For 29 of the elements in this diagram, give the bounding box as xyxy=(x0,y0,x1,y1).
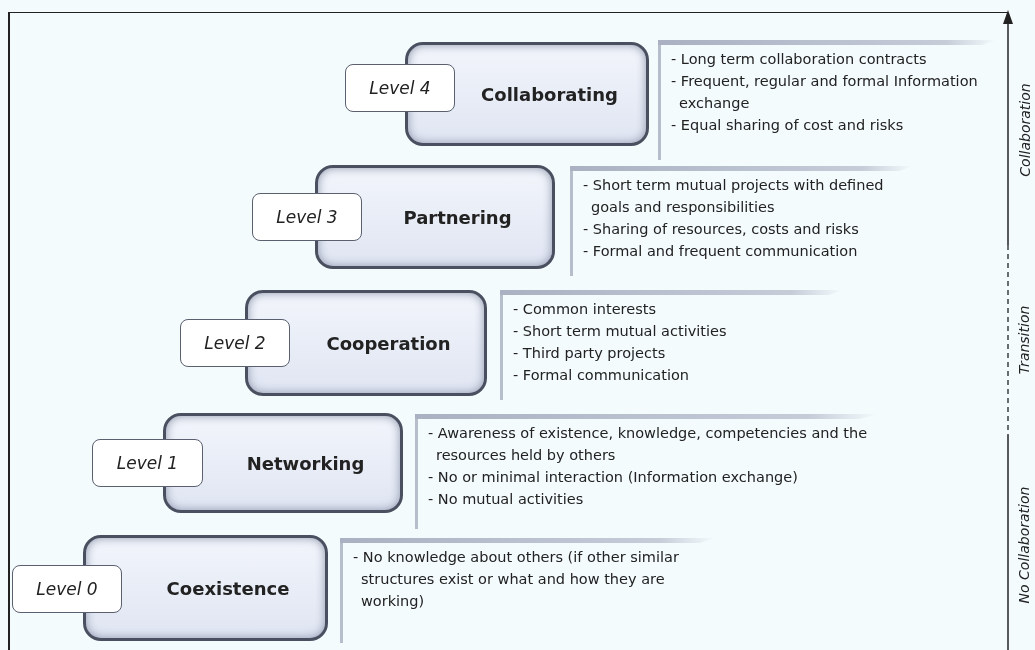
level-title: Collaborating xyxy=(481,83,618,105)
level-box xyxy=(163,413,403,513)
level-title: Partnering xyxy=(403,206,512,228)
bullet-text: - No mutual activities xyxy=(428,490,585,509)
bullet-text: - Formal communication xyxy=(513,366,691,385)
axis-label: Transition xyxy=(1015,305,1032,375)
level-title: Networking xyxy=(246,452,365,474)
bullet-text: - Formal and frequent communication xyxy=(583,242,859,261)
level-tag: Level 1 xyxy=(92,439,203,487)
level-tag: Level 3 xyxy=(252,193,362,241)
bullet-text: - Third party projects xyxy=(513,344,667,363)
level-tag: Level 4 xyxy=(345,64,455,112)
axis-label: Collaboration xyxy=(1016,83,1033,177)
bullet-text: - Awareness of existence, knowledge, competencies and the resources held by others xyxy=(428,424,869,465)
bullet-text: - Short term mutual projects with defined goals and responsibilities xyxy=(583,176,885,217)
bullet-text: - No or minimal interaction (Information exchange) xyxy=(428,468,799,487)
bullet-text: - Sharing of resources, costs and risks xyxy=(583,220,860,239)
level-tag: Level 2 xyxy=(180,319,290,367)
level-tag: Level 0 xyxy=(12,565,122,613)
level-title: Coexistence xyxy=(166,577,290,599)
level-title: Cooperation xyxy=(326,332,451,354)
bullet-text: - Long term collaboration contracts xyxy=(671,50,928,69)
bullet-text: - Common interests xyxy=(513,300,657,319)
bullet-text: - Frequent, regular and formal Information exchange xyxy=(671,72,979,113)
bullet-text: - No knowledge about others (if other similar structures exist or what and how they are working) xyxy=(353,548,680,611)
bullet-text: - Equal sharing of cost and risks xyxy=(671,116,905,135)
level-box xyxy=(83,535,328,641)
bullet-text: - Short term mutual activities xyxy=(513,322,728,341)
axis-label: No Collaboration xyxy=(1015,486,1032,604)
